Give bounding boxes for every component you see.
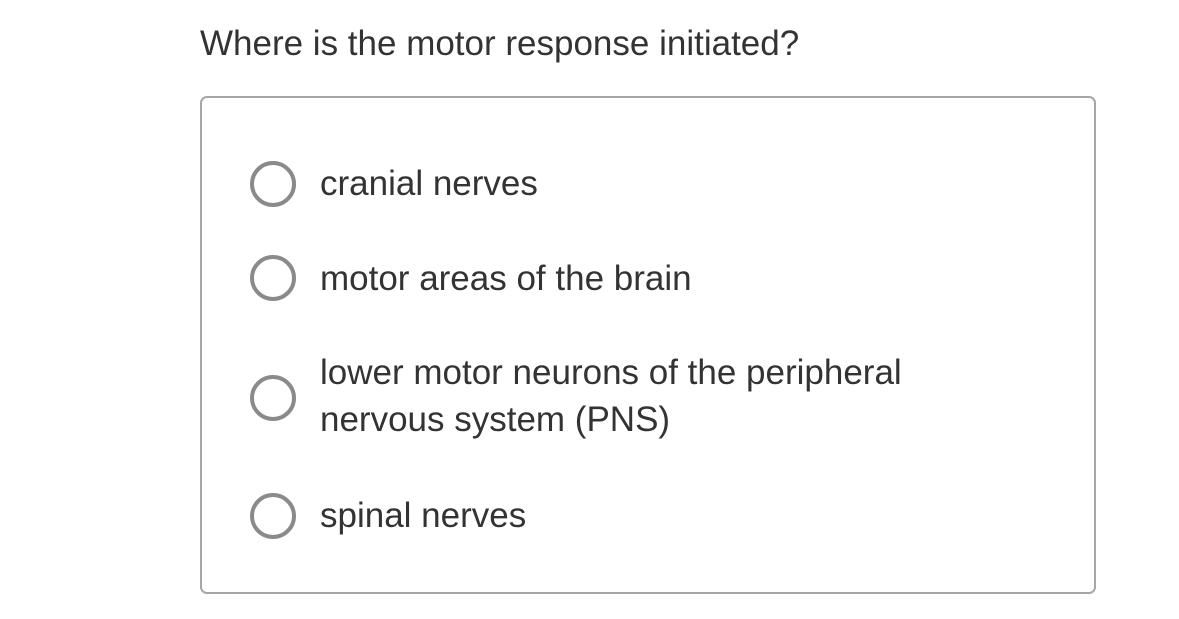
option-label[interactable]: motor areas of the brain — [320, 259, 692, 298]
answer-options-box: cranial nerves motor areas of the brain … — [200, 96, 1096, 594]
option-label[interactable]: spinal nerves — [320, 496, 527, 535]
question-text: Where is the motor response initiated? — [200, 24, 800, 63]
radio-button-icon[interactable] — [250, 161, 296, 207]
radio-button-icon[interactable] — [250, 255, 296, 301]
option-label-line-2[interactable]: nervous system (PNS) — [320, 400, 671, 439]
option-label-line-1[interactable]: lower motor neurons of the peripheral — [320, 353, 902, 392]
radio-button-icon[interactable] — [250, 493, 296, 539]
option-label[interactable]: cranial nerves — [320, 164, 538, 203]
radio-button-icon[interactable] — [250, 375, 296, 421]
